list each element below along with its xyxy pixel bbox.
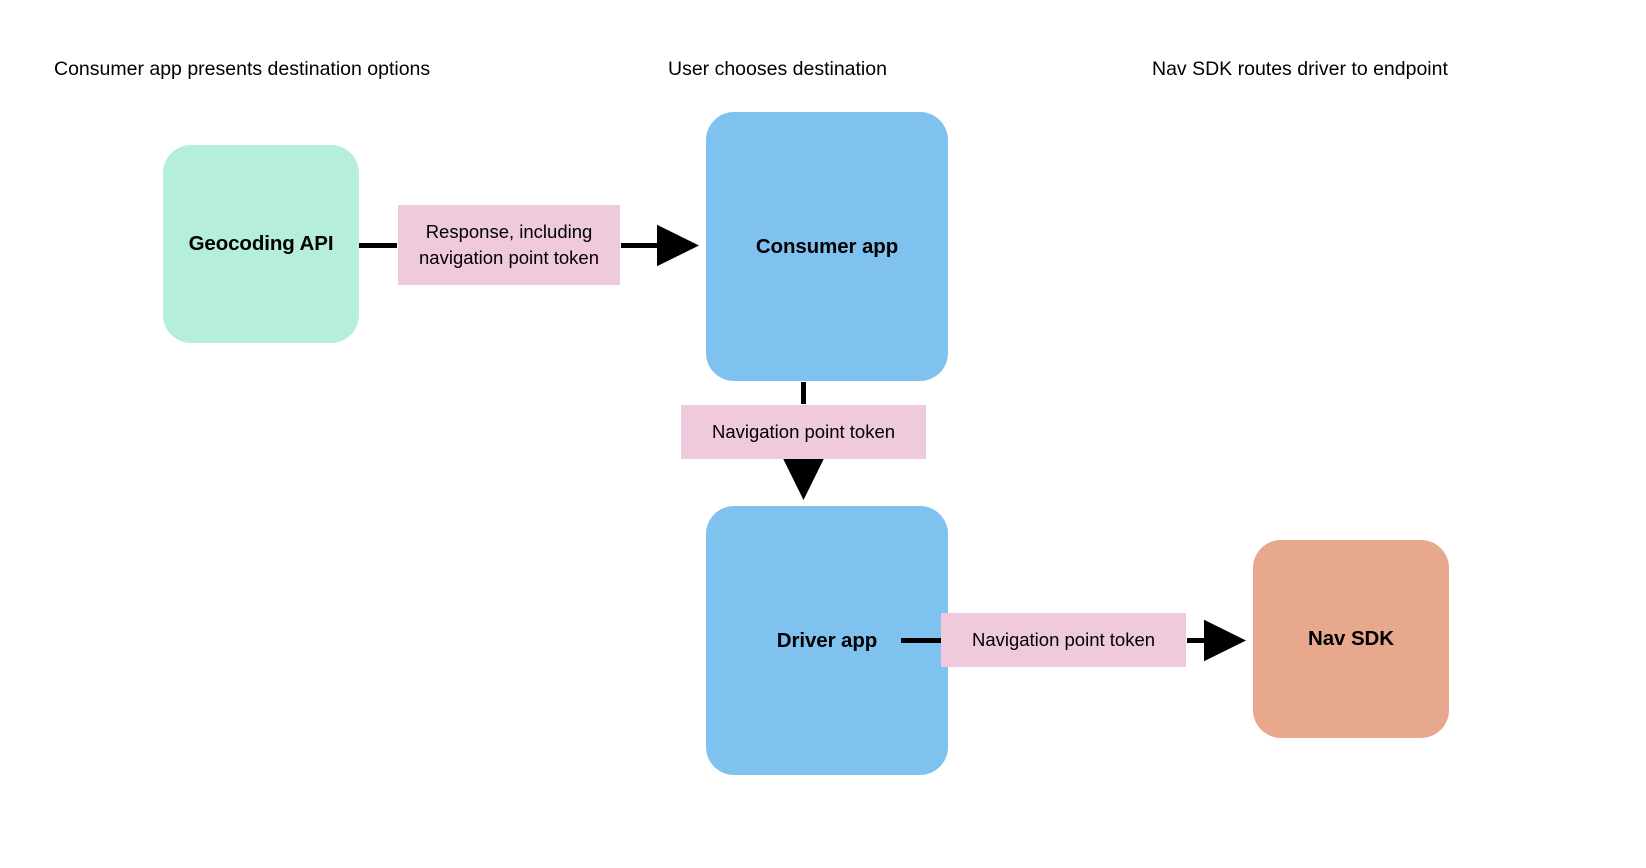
column-header-nav-sdk-routes-driver: Nav SDK routes driver to endpoint bbox=[1152, 58, 1448, 80]
edge-label-driver-to-navsdk: Navigation point token bbox=[941, 613, 1186, 667]
edge-label-consumer-to-driver-text: Navigation point token bbox=[711, 421, 896, 442]
edge-label-geocoding-to-consumer: Response, including navigation point tok… bbox=[398, 205, 620, 285]
column-header-consumer-app-presents: Consumer app presents destination option… bbox=[54, 58, 431, 80]
edge-label-consumer-to-driver: Navigation point token bbox=[681, 405, 926, 459]
column-header-user-chooses-destination: User chooses destination bbox=[668, 58, 887, 80]
edge-label-driver-to-navsdk-text: Navigation point token bbox=[971, 629, 1156, 650]
edge-label-geocoding-to-consumer-text: Response, including navigation point tok… bbox=[419, 221, 599, 268]
